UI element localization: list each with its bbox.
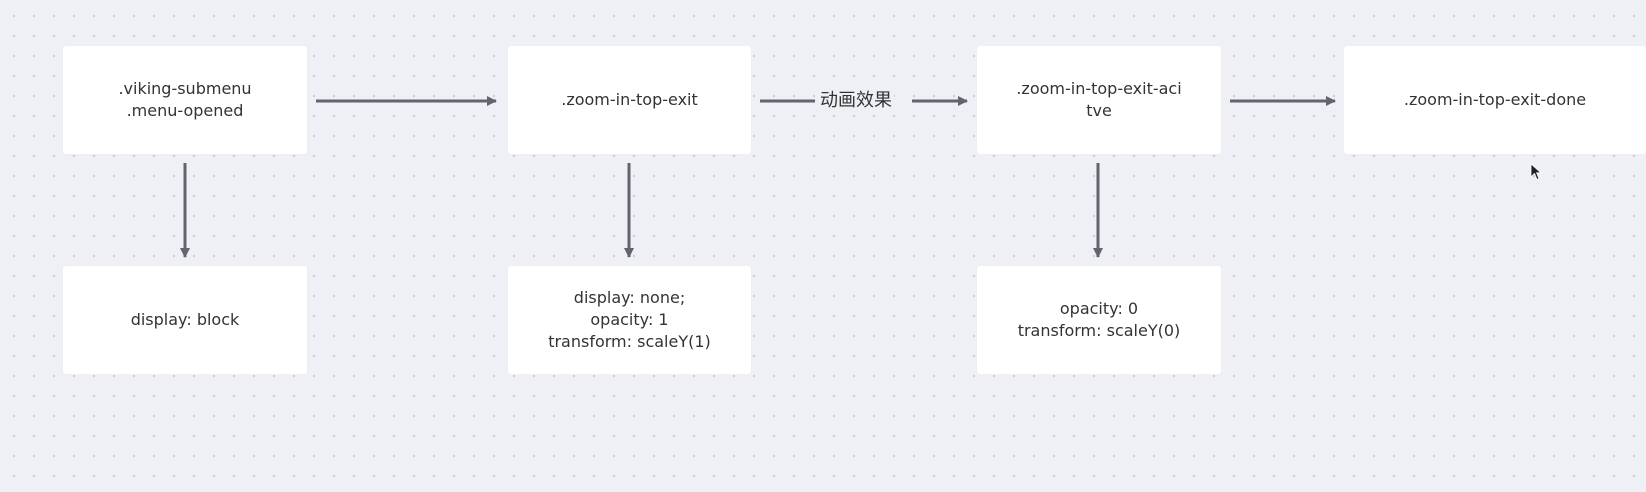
node-zoom-exit-styles[interactable]: display: none; opacity: 1 transform: sca…	[508, 266, 751, 374]
node-submenu-opened[interactable]: .viking-submenu .menu-opened	[63, 46, 307, 154]
node-display-block-line-1: display: block	[130, 310, 240, 329]
node-submenu-opened-line-1: .viking-submenu	[118, 79, 252, 98]
node-zoom-exit-styles-line-2: opacity: 1	[590, 310, 669, 329]
node-display-block[interactable]: display: block	[63, 266, 307, 374]
node-zoom-exit-done-line-1: .zoom-in-top-exit-done	[1403, 90, 1587, 109]
node-zoom-exit-active-line-1: .zoom-in-top-exit-aci	[1016, 79, 1182, 98]
node-zoom-exit-active-line-2: tve	[1086, 101, 1112, 120]
mouse-cursor-icon	[1530, 163, 1542, 181]
edge-label-animation: 动画效果	[818, 89, 894, 113]
node-zoom-exit[interactable]: .zoom-in-top-exit	[508, 46, 751, 154]
node-zoom-exit-active-styles-line-2: transform: scaleY(0)	[1017, 321, 1181, 340]
node-zoom-exit-styles-line-1: display: none;	[573, 288, 686, 307]
node-zoom-exit-active-styles-line-1: opacity: 0	[1059, 299, 1139, 318]
node-submenu-opened-line-2: .menu-opened	[126, 101, 244, 120]
node-zoom-exit-styles-line-3: transform: scaleY(1)	[548, 332, 711, 351]
node-zoom-exit-line-1: .zoom-in-top-exit	[561, 90, 698, 109]
node-zoom-exit-done[interactable]: .zoom-in-top-exit-done	[1344, 46, 1646, 154]
node-zoom-exit-active-styles[interactable]: opacity: 0 transform: scaleY(0)	[977, 266, 1221, 374]
node-zoom-exit-active[interactable]: .zoom-in-top-exit-aci tve	[977, 46, 1221, 154]
